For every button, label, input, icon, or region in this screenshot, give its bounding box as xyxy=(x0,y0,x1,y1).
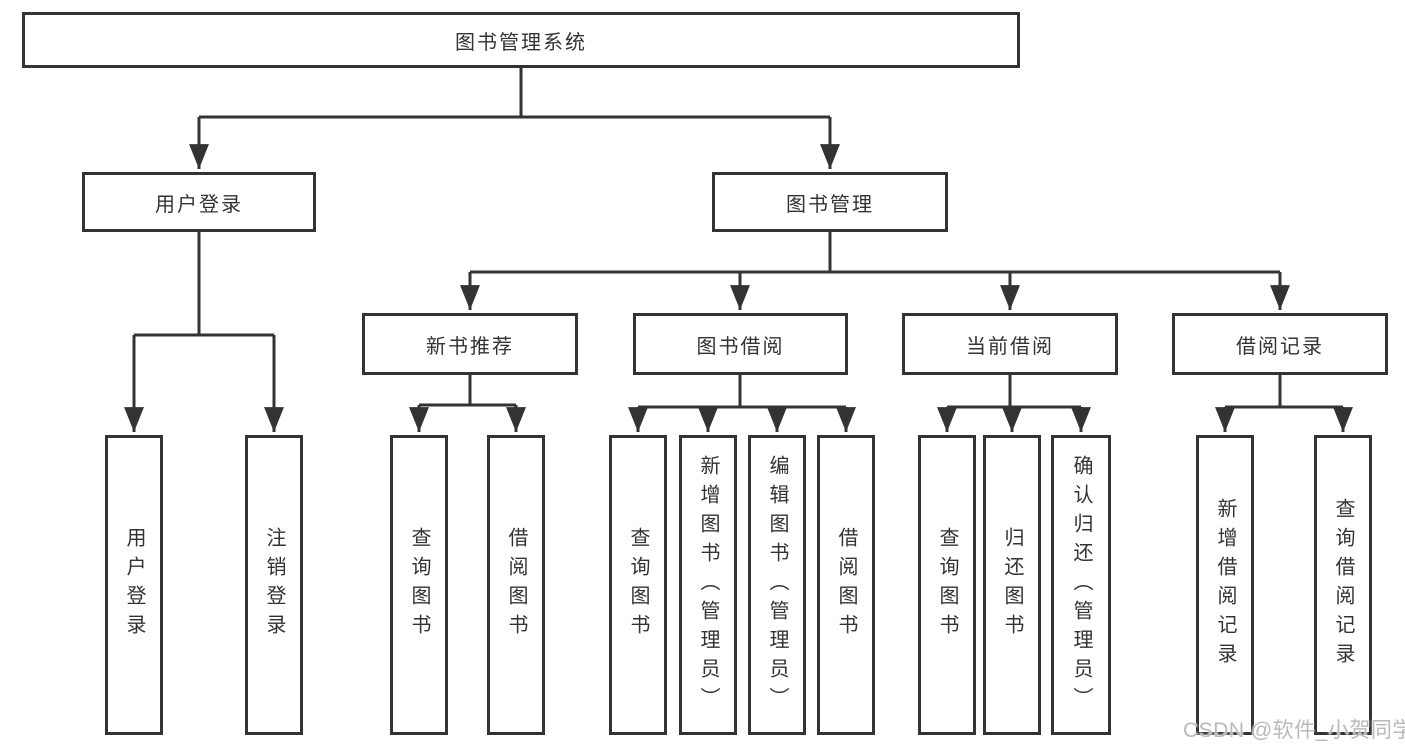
leaf-bb-add-books-admin: 新增图书（管理员） xyxy=(679,435,737,735)
leaf-logout: 注销登录 xyxy=(245,435,303,735)
leaf-nbr-borrow-books: 借阅图书 xyxy=(487,435,545,735)
leaf-logout-label: 注销登录 xyxy=(263,527,285,643)
leaf-cb-query-books: 查询图书 xyxy=(918,435,976,735)
leaf-br-add-record: 新增借阅记录 xyxy=(1196,435,1254,735)
connector-borrow-records xyxy=(1225,375,1343,409)
node-book-borrow: 图书借阅 xyxy=(633,313,848,375)
node-book-mgmt-label: 图书管理 xyxy=(786,193,874,216)
node-current-borrow-label: 当前借阅 xyxy=(966,335,1054,358)
node-root-label: 图书管理系统 xyxy=(455,31,587,54)
node-book-borrow-label: 图书借阅 xyxy=(696,335,785,358)
leaf-nbr-borrow-books-label: 借阅图书 xyxy=(505,527,527,643)
connector-new-book-rec xyxy=(419,375,516,407)
leaf-cb-query-books-label: 查询图书 xyxy=(936,527,958,643)
node-borrow-records: 借阅记录 xyxy=(1172,313,1388,375)
leaf-bb-query-books: 查询图书 xyxy=(609,435,667,735)
leaf-user-login: 用户登录 xyxy=(105,435,163,735)
leaf-br-query-record-label: 查询借阅记录 xyxy=(1332,498,1354,672)
connector-root xyxy=(199,68,830,119)
node-borrow-records-label: 借阅记录 xyxy=(1236,335,1324,358)
node-root: 图书管理系统 xyxy=(22,12,1020,68)
leaf-bb-query-books-label: 查询图书 xyxy=(627,527,649,643)
node-new-book-rec-label: 新书推荐 xyxy=(426,335,514,358)
connector-user-login xyxy=(134,232,274,337)
leaf-bb-add-books-admin-label: 新增图书（管理员） xyxy=(697,454,719,716)
connector-current-borrow xyxy=(947,375,1081,409)
csdn-watermark: CSDN @软件_小贺同学 xyxy=(1183,719,1405,742)
leaf-bb-borrow-books: 借阅图书 xyxy=(817,435,875,735)
leaf-cb-return-books-label: 归还图书 xyxy=(1001,527,1023,643)
leaf-cb-return-books: 归还图书 xyxy=(983,435,1041,735)
node-new-book-rec: 新书推荐 xyxy=(362,313,578,375)
node-user-login-label: 用户登录 xyxy=(155,193,243,216)
leaf-br-query-record: 查询借阅记录 xyxy=(1314,435,1372,735)
connector-book-borrow xyxy=(638,375,846,409)
leaf-nbr-query-books: 查询图书 xyxy=(390,435,448,735)
connector-book-mgmt xyxy=(470,232,1280,274)
leaf-cb-confirm-return-admin: 确认归还（管理员） xyxy=(1051,435,1111,735)
leaf-cb-confirm-return-admin-label: 确认归还（管理员） xyxy=(1070,454,1092,716)
node-book-mgmt: 图书管理 xyxy=(712,172,948,232)
leaf-user-login-label: 用户登录 xyxy=(123,527,145,643)
leaf-bb-borrow-books-label: 借阅图书 xyxy=(835,527,857,643)
leaf-nbr-query-books-label: 查询图书 xyxy=(408,527,430,643)
node-user-login: 用户登录 xyxy=(82,172,316,232)
leaf-bb-edit-books-admin: 编辑图书（管理员） xyxy=(748,435,806,735)
node-current-borrow: 当前借阅 xyxy=(902,313,1118,375)
leaf-br-add-record-label: 新增借阅记录 xyxy=(1214,498,1236,672)
leaf-bb-edit-books-admin-label: 编辑图书（管理员） xyxy=(766,454,788,716)
